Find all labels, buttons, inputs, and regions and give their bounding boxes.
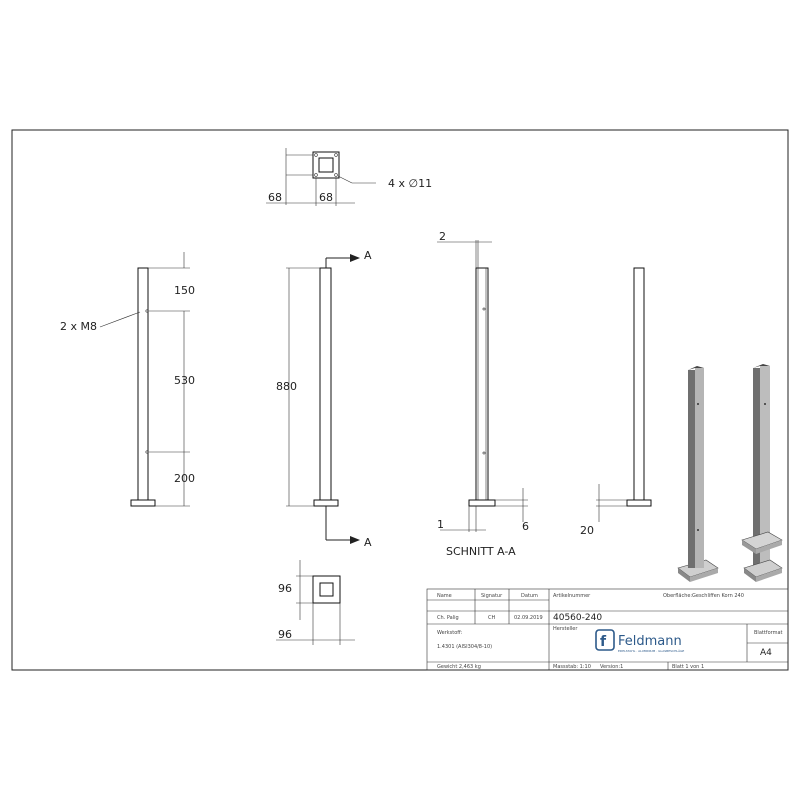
section-title: SCHNITT A-A [446, 545, 516, 558]
hole-callout: 4 x ∅11 [388, 177, 432, 190]
bottom-dim-height: 96 [278, 582, 292, 595]
section-mark-top: A [364, 249, 372, 262]
base-tube-outline [319, 582, 334, 597]
tb-article-label: Artikelnummer [553, 593, 591, 599]
flange-tube [318, 157, 334, 173]
tb-scale: Massstab: 1:10 [553, 664, 591, 670]
flange-hole [334, 153, 338, 157]
tb-manufacturer-label: Hersteller [553, 626, 578, 632]
tb-material-value: 1.4301 (AISI304/8-10) [437, 644, 492, 650]
tb-sheet-format: A4 [760, 648, 772, 658]
title-block [426, 588, 789, 671]
tb-surface-label: Oberfläche: [663, 593, 692, 599]
tb-sheet: Blatt 1 von 1 [672, 664, 704, 670]
tb-checker: CH [488, 615, 495, 621]
section-arrow [350, 536, 360, 544]
iso-tube-face [695, 368, 704, 568]
post-tube [319, 267, 332, 501]
post-base-plate [626, 499, 652, 507]
flange-hole [314, 173, 318, 177]
logo-text: Feldmann [618, 634, 682, 649]
side-view [286, 254, 360, 544]
section-arrow [350, 254, 360, 262]
tb-sheet-format-label: Blattformat [754, 630, 783, 636]
iso-tube-face [753, 368, 760, 568]
section-view [437, 240, 528, 532]
post-base-plate [130, 499, 156, 507]
post-tube [137, 267, 149, 501]
tb-version: Version:1 [600, 664, 623, 670]
section-base-plate [468, 499, 496, 507]
iso-tube-face [760, 366, 770, 568]
section-dim-wall: 2 [439, 230, 446, 243]
tb-surface-value: Geschliffen Korn 240 [692, 593, 744, 599]
section-dim-plate: 6 [522, 520, 529, 533]
tb-col-date: Datum [521, 593, 538, 599]
top-view [266, 148, 376, 206]
side-dim-height: 880 [276, 380, 297, 393]
front-view [99, 252, 190, 507]
flange-hole [334, 173, 338, 177]
front-dim-bottom: 200 [174, 472, 195, 485]
section-mark-bottom: A [364, 536, 372, 549]
post-tube [633, 267, 645, 501]
tb-drafter: Ch. Palig [437, 615, 459, 621]
drawing-frame [11, 129, 789, 671]
flange-dim-bottom: 68 [319, 191, 333, 204]
rear-view [596, 267, 652, 522]
rear-dim-plate: 20 [580, 524, 594, 537]
tb-date: 02.09.2019 [514, 615, 543, 621]
tb-col-name: Name [437, 593, 452, 599]
section-dim-foot: 1 [437, 518, 444, 531]
iso-tube-face [688, 370, 695, 568]
feldmann-logo: f [595, 629, 615, 651]
flange-dim-left: 68 [268, 191, 282, 204]
front-dim-mid: 530 [174, 374, 195, 387]
mount-thread-label: 2 x M8 [60, 320, 97, 333]
front-dim-top: 150 [174, 284, 195, 297]
isometric-view-1 [677, 366, 719, 582]
post-base-plate [313, 499, 339, 507]
flange-hole [314, 153, 318, 157]
logo-tagline: EDELSTAHL · ALUMINIUM · GLASBESCHLÄGE [618, 648, 684, 653]
bottom-dim-width: 96 [278, 628, 292, 641]
isometric-view-2 [741, 364, 783, 582]
tb-article-number: 40560-240 [553, 613, 602, 623]
tb-weight: Gewicht 2,463 kg [437, 664, 481, 670]
tb-material-label: Werkstoff: [437, 630, 463, 636]
svg-text:f: f [600, 634, 607, 650]
flange-plate [312, 151, 340, 179]
bottom-view [276, 560, 355, 645]
tb-col-signature: Signatur [481, 593, 503, 599]
